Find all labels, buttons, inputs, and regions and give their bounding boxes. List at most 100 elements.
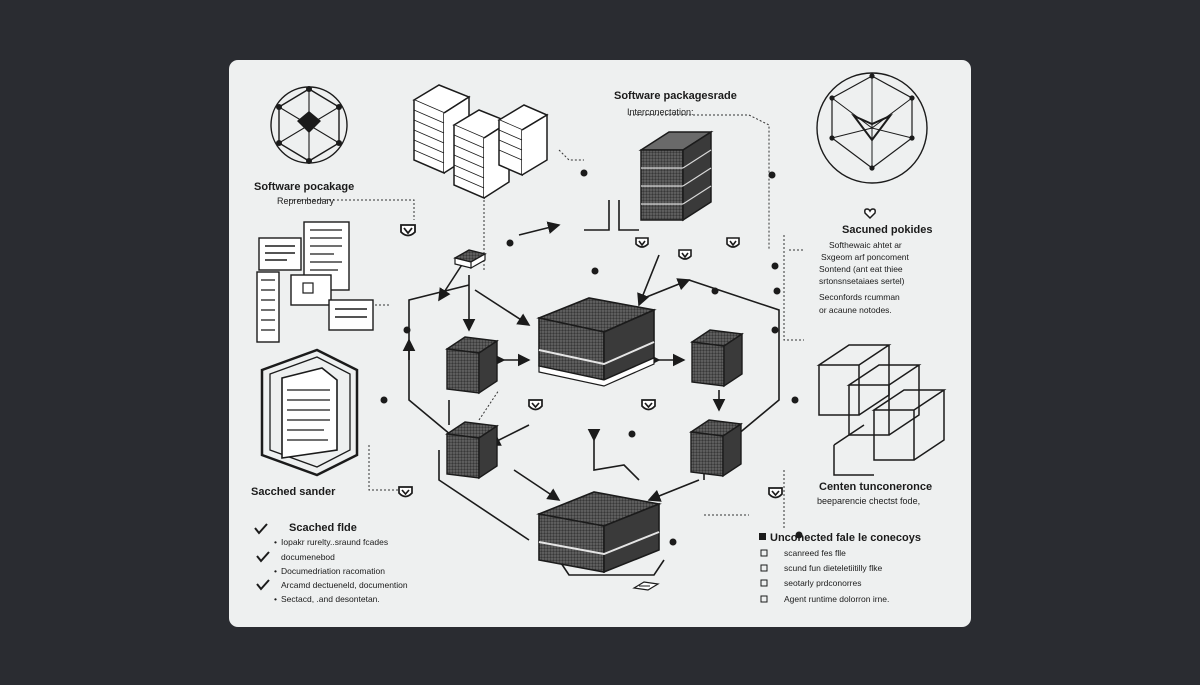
node-dot [506,239,514,247]
check-icon [256,551,270,563]
node-dot [669,538,677,546]
list-item: or acaune notodes. [819,305,892,315]
bullet-icon: • [274,566,277,576]
list-item: Documedriation racomation [281,566,385,576]
shield-icon [398,486,413,498]
diagram-card: Software packagesrade Interconectation: … [229,60,971,627]
left-top-subtitle: Reprenbedary [277,196,335,206]
leader-line [783,235,804,341]
package-server-stack [638,130,714,222]
package-base-block [536,491,662,574]
list-item: seotarly prdconorres [784,578,861,588]
connector-arrow [438,259,466,302]
node-dot [795,531,803,539]
package-dependency-diagram: Software packagesrade Interconectation: … [251,72,947,604]
list-item: Seconfords rcumman [819,292,900,302]
connector-arrow [637,254,660,307]
shield-icon [768,487,783,499]
check-icon [254,523,268,535]
shield-icon [635,237,649,248]
package-blocks [445,130,744,591]
connector-arrow [647,479,700,502]
node-dot [773,287,781,295]
connector-nodes [380,169,803,546]
connector-line [584,200,610,231]
connector-arrow [518,221,561,236]
connector-arrow [587,428,640,481]
right-mid-subtitle: beeparencie chectst fode, [817,496,920,506]
shield-badges [398,208,876,499]
right-bottom-title: Unconected fale le conecoys [770,532,921,544]
shield-icon [528,399,543,411]
connector-arrow [474,289,531,326]
node-dot [403,326,411,334]
list-item: srtonsnsetaiaes sertel) [819,276,905,286]
form-document-icon [258,237,302,271]
list-item: scund fun dieteletiitilly flke [784,563,883,573]
connector-line [558,559,665,576]
shield-icon [726,237,740,248]
top-center-subtitle: Interconectation: [627,107,694,117]
emblem-icon [816,72,928,184]
shield-icon [641,399,656,411]
list-item: Sontend (ant eat thiee [819,264,903,274]
list-item: scanreed fes flle [784,548,846,558]
left-top-title: Software pocakage [254,181,354,193]
heart-icon [864,208,876,220]
connector-line [688,279,780,451]
file-hexagon-icon [260,348,359,477]
top-center-title: Software packagesrade [614,90,737,102]
connector-arrow [638,278,691,301]
right-top-list: Softhewaic ahtet ar Sxgeom arf poncoment… [819,240,910,315]
form-document-icon [256,271,280,343]
right-mid-title: Centen tunconeronce [819,481,932,493]
node-dot [771,326,779,334]
node-dot [580,169,588,177]
node-dot [380,396,388,404]
list-item: Sectacd, .and desontetan. [281,594,380,604]
leader-line [629,114,770,250]
form-document-icon [290,274,332,306]
list-item: documenebod [281,552,335,562]
node-dot [771,262,779,270]
checkbox-checked-icon [759,533,766,540]
connector-line [438,450,530,541]
list-item: Iopakr rurelty..sraund fcades [281,537,388,547]
package-chip [632,581,660,591]
list-item: Agent runtime dolorron irne. [784,594,889,604]
package-block [690,329,744,388]
package-block-small [453,249,487,270]
leader-line [368,445,399,491]
node-dot [591,267,599,275]
node-dot [791,396,799,404]
form-document-icon [328,299,374,331]
package-block [445,336,499,395]
node-dot [628,430,636,438]
bullet-icon: • [274,537,277,547]
leader-line [558,149,584,161]
checkbox-icon [760,579,768,587]
document-stack-group [412,84,549,200]
wireframe-cube-cluster-icon [816,344,947,476]
package-core-block [536,297,657,387]
list-item: Scached flde [289,522,357,534]
package-block [689,419,743,478]
shield-icon [678,249,692,260]
left-bottom-list: Scached flde • Iopakr rurelty..sraund fc… [254,522,408,604]
package-block [445,421,499,480]
checkbox-icon [760,549,768,557]
bullet-icon: • [274,594,277,604]
node-dot [711,287,719,295]
check-icon [256,579,270,591]
right-bottom-list: Unconected fale le conecoys scanreed fes… [759,532,921,604]
checkbox-icon [760,564,768,572]
checkbox-icon [760,595,768,603]
list-item: Softhewaic ahtet ar [829,240,902,250]
node-dot [768,171,776,179]
network-graph-icon [270,86,348,164]
right-top-title: Sacuned pokides [842,224,932,236]
leader-line [478,389,500,421]
shield-icon [400,224,416,237]
connector-arrow [513,469,561,501]
list-item: Sxgeom arf poncoment [821,252,910,262]
